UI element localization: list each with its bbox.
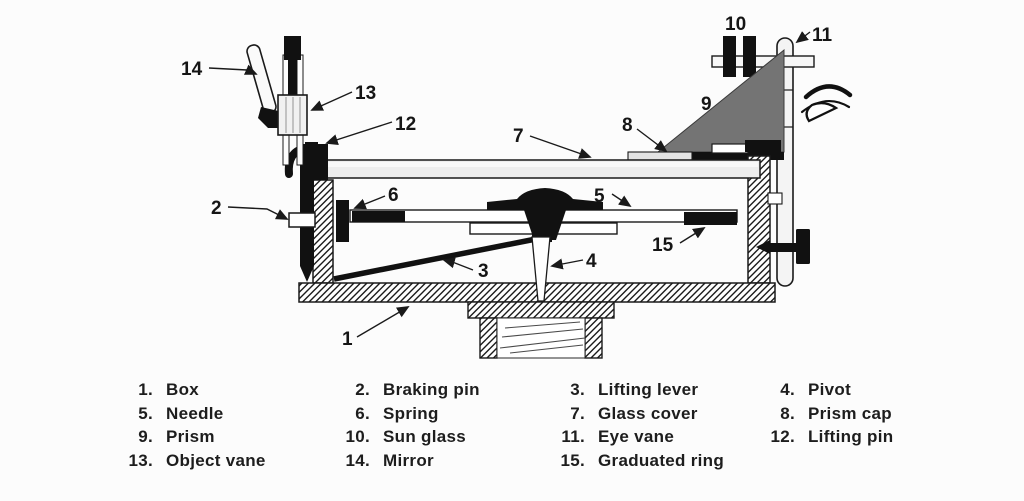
- pivot: [531, 236, 551, 302]
- legend-num: 6.: [355, 403, 370, 423]
- legend-num: 11.: [561, 427, 585, 446]
- legend-column-4: 4. Pivot 8. Prism cap 12. Lifting pin: [753, 380, 893, 451]
- glass-cover: [324, 159, 761, 179]
- callout-prism-cap: 8: [622, 115, 633, 136]
- legend-label: Prism: [166, 427, 215, 446]
- legend-num: 7.: [570, 403, 585, 423]
- graduated-ring-end: [684, 212, 737, 225]
- legend-column-3: 3. Lifting lever 7. Glass cover 11. Eye van…: [543, 380, 724, 474]
- legend-num: 12.: [770, 427, 795, 446]
- legend-num: 1.: [138, 380, 153, 399]
- socket-threads: [499, 321, 586, 354]
- callout-spring: 6: [388, 185, 399, 206]
- legend-column-1: 1. Box 5. Needle 9. Prism 13. Object vane: [117, 380, 266, 474]
- legend-num: 10.: [345, 427, 370, 446]
- compass-cross-section: 1 2 3 4 5 6 7 8 9 10 11 12 13 14 15: [181, 14, 853, 359]
- legend-label: Lifting lever: [598, 380, 699, 399]
- legend-label: Lifting pin: [808, 427, 894, 446]
- prismatic-compass-diagram: 1 2 3 4 5 6 7 8 9 10 11 12 13 14 15: [181, 14, 853, 359]
- legend-label: Pivot: [808, 380, 852, 399]
- callout-mirror: 14: [181, 59, 203, 80]
- thumb-screw: [756, 229, 810, 264]
- legend-label: Object vane: [166, 450, 266, 470]
- legend-item-eye-vane: 11. Eye vane: [543, 427, 724, 451]
- callout-graduated-ring: 15: [652, 235, 674, 256]
- callout-lifting-lever: 3: [478, 261, 489, 282]
- legend-num: 14.: [345, 450, 370, 470]
- legend-label: Prism cap: [808, 403, 892, 423]
- legend-item-prism-cap: 8. Prism cap: [753, 404, 893, 428]
- braking-pin: [288, 212, 316, 228]
- legend-num: 9.: [138, 427, 153, 446]
- legend-label: Eye vane: [598, 427, 675, 446]
- legend-label: Box: [166, 380, 200, 399]
- legend-num: 13.: [128, 450, 153, 470]
- mirror-bracket: [258, 107, 283, 128]
- legend-num: 3.: [570, 380, 585, 399]
- legend-label: Needle: [166, 403, 224, 423]
- legend-column-2: 2. Braking pin 6. Spring 10. Sun glass 14. M…: [330, 380, 480, 474]
- callout-prism: 9: [701, 94, 712, 115]
- callout-needle: 5: [594, 186, 605, 207]
- legend-num: 15.: [560, 450, 585, 470]
- callout-lifting-pin: 12: [395, 114, 416, 135]
- legend-item-graduated-ring: 15. Graduated ring: [543, 451, 724, 475]
- callout-pivot: 4: [586, 251, 597, 272]
- leader-lines: [208, 31, 811, 338]
- spring: [336, 200, 349, 242]
- legend-item-spring: 6. Spring: [330, 404, 480, 428]
- legend-label: Sun glass: [383, 427, 467, 446]
- legend-label: Graduated ring: [598, 450, 725, 470]
- legend-label: Spring: [383, 403, 439, 423]
- legend-label: Mirror: [383, 450, 434, 470]
- callout-sun-glass: 10: [725, 14, 746, 35]
- legend-item-pivot: 4. Pivot: [753, 380, 893, 404]
- legend-item-lifting-pin: 12. Lifting pin: [753, 427, 893, 451]
- agate-cap: [487, 188, 603, 210]
- legend-item-box: 1. Box: [117, 380, 266, 404]
- pedestal-socket: [467, 301, 615, 359]
- callout-box: 1: [342, 329, 353, 350]
- legend-num: 4.: [780, 380, 795, 399]
- legend-item-sun-glass: 10. Sun glass: [330, 427, 480, 451]
- mirror-holder: [277, 94, 308, 136]
- legend-item-lifting-lever: 3. Lifting lever: [543, 380, 724, 404]
- lifting-lever: [333, 216, 552, 282]
- legend-num: 5.: [138, 403, 153, 423]
- legend-num: 8.: [780, 403, 795, 423]
- mirror: [246, 44, 277, 114]
- parts-legend: 1. Box 5. Needle 9. Prism 13. Object vane 2.…: [0, 380, 1024, 498]
- sun-glass: [711, 36, 815, 77]
- legend-item-needle: 5. Needle: [117, 404, 266, 428]
- legend-item-glass-cover: 7. Glass cover: [543, 404, 724, 428]
- vane-bracket: [767, 192, 783, 205]
- callout-braking-pin: 2: [211, 198, 222, 219]
- legend-item-prism: 9. Prism: [117, 427, 266, 451]
- legend-item-braking-pin: 2. Braking pin: [330, 380, 480, 404]
- legend-item-mirror: 14. Mirror: [330, 451, 480, 475]
- callout-numbers: 1 2 3 4 5 6 7 8 9 10 11 12 13 14 15: [181, 14, 833, 350]
- legend-item-object-vane: 13. Object vane: [117, 451, 266, 475]
- callout-object-vane: 13: [355, 83, 376, 104]
- legend-num: 2.: [355, 380, 370, 399]
- legend-label: Glass cover: [598, 403, 698, 423]
- legend-label: Braking pin: [383, 380, 480, 399]
- eye-icon: [800, 84, 853, 123]
- callout-glass-cover: 7: [513, 126, 524, 147]
- callout-eye-vane: 11: [812, 25, 833, 46]
